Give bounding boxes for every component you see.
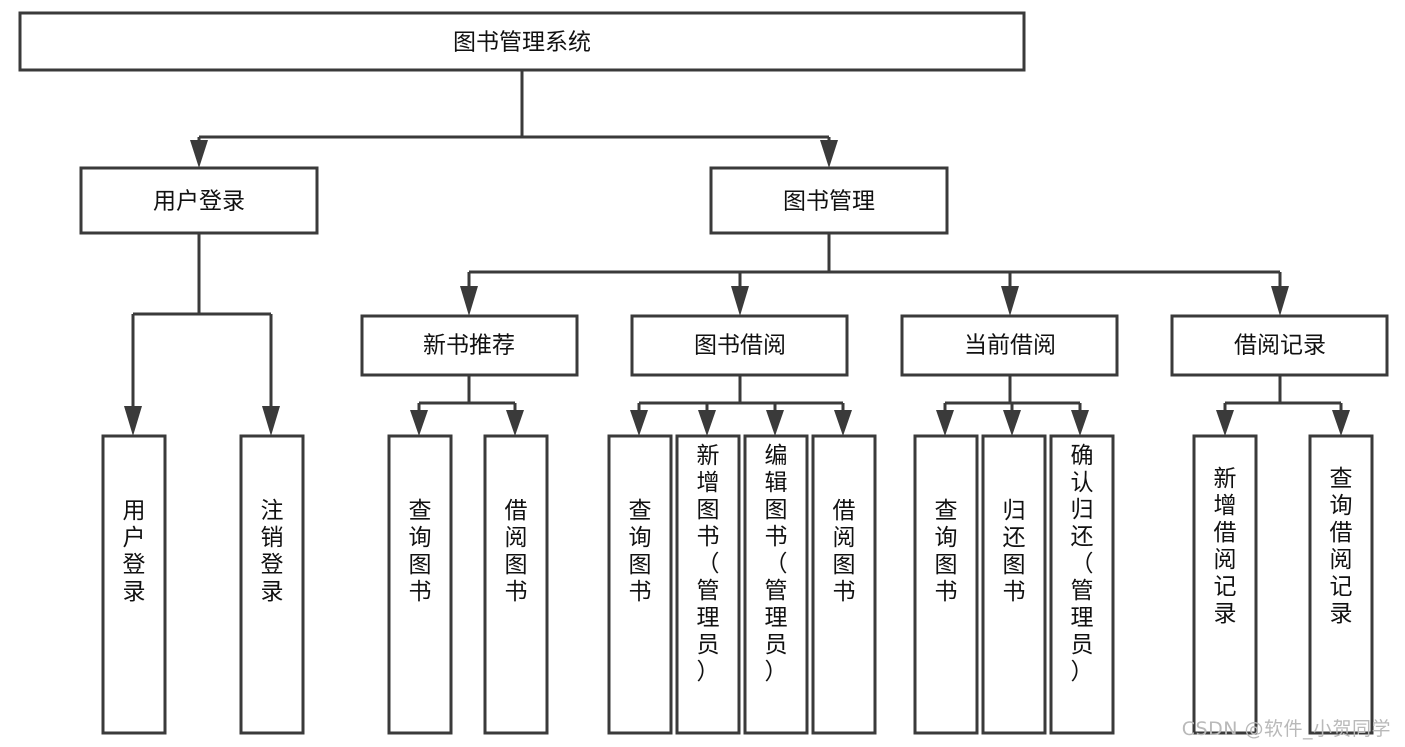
node-book-borrow-label: 图书借阅 xyxy=(694,333,786,359)
node-borrow-record[interactable]: 借阅记录 xyxy=(1170,314,1389,377)
node-user-login[interactable]: 用户登录 xyxy=(79,166,319,235)
arrow-head-leaf-query-book-3 xyxy=(936,410,954,436)
node-leaf-borrow-book-1[interactable]: 借阅图书 xyxy=(483,434,549,735)
node-leaf-add-record-label: 新增借阅记录 xyxy=(1214,466,1237,627)
node-leaf-logout-box[interactable] xyxy=(239,434,305,735)
node-leaf-query-record[interactable]: 查询借阅记录 xyxy=(1308,434,1374,735)
node-user-login-box[interactable] xyxy=(79,166,319,235)
arrow-head-book-borrow xyxy=(731,286,749,316)
arrow-head-leaf-borrow-book-2 xyxy=(834,410,852,436)
arrow-head-leaf-logout xyxy=(262,406,280,436)
node-root-label: 图书管理系统 xyxy=(453,30,591,56)
node-leaf-add-book[interactable]: 新增图书（管理员） xyxy=(675,434,741,735)
node-root-box[interactable] xyxy=(18,11,1026,72)
arrow-head-current-borrow xyxy=(1001,286,1019,316)
connector-group-borrow-record xyxy=(1216,375,1350,436)
node-root[interactable]: 图书管理系统 xyxy=(18,11,1026,72)
node-leaf-borrow-book-1-label: 借阅图书 xyxy=(505,498,528,605)
connector-group-new-book-rec xyxy=(410,375,524,436)
node-book-borrow[interactable]: 图书借阅 xyxy=(630,314,849,377)
connector-group-user-login xyxy=(124,233,280,436)
node-leaf-return-book[interactable]: 归还图书 xyxy=(981,434,1047,735)
node-leaf-edit-book[interactable]: 编辑图书（管理员） xyxy=(743,434,809,735)
node-new-book-rec[interactable]: 新书推荐 xyxy=(360,314,579,377)
node-leaf-query-record-box[interactable] xyxy=(1308,434,1374,735)
arrow-head-leaf-confirm-return xyxy=(1071,410,1089,436)
node-current-borrow[interactable]: 当前借阅 xyxy=(900,314,1119,377)
node-book-borrow-box[interactable] xyxy=(630,314,849,377)
node-leaf-add-record-box[interactable] xyxy=(1192,434,1258,735)
node-book-manage-box[interactable] xyxy=(709,166,949,235)
node-book-manage[interactable]: 图书管理 xyxy=(709,166,949,235)
node-leaf-add-book-label: 新增图书（管理员） xyxy=(697,443,720,685)
csdn-watermark: CSDN @软件_小贺同学 xyxy=(1181,718,1391,740)
node-leaf-edit-book-box[interactable] xyxy=(743,434,809,735)
connector-group-book-manage xyxy=(460,233,1289,316)
connector-group-book-borrow xyxy=(630,375,852,436)
node-leaf-query-book-2[interactable]: 查询图书 xyxy=(607,434,673,735)
arrow-head-leaf-query-book-2 xyxy=(630,410,648,436)
node-leaf-return-book-box[interactable] xyxy=(981,434,1047,735)
node-leaf-query-book-1-label: 查询图书 xyxy=(409,498,432,605)
node-leaf-confirm-return-label: 确认归还（管理员） xyxy=(1071,443,1094,685)
arrow-head-new-book-rec xyxy=(460,286,478,316)
arrow-head-book-manage xyxy=(820,140,838,168)
node-leaf-add-record[interactable]: 新增借阅记录 xyxy=(1192,434,1258,735)
node-leaf-logout-label: 注销登录 xyxy=(261,498,284,605)
node-leaf-borrow-book-2-label: 借阅图书 xyxy=(833,498,856,605)
node-leaf-logout[interactable]: 注销登录 xyxy=(239,434,305,735)
node-leaf-query-record-label: 查询借阅记录 xyxy=(1330,466,1353,627)
arrow-head-leaf-query-record xyxy=(1332,410,1350,436)
arrow-head-leaf-query-book-1 xyxy=(410,410,428,436)
node-borrow-record-box[interactable] xyxy=(1170,314,1389,377)
node-leaf-query-book-2-box[interactable] xyxy=(607,434,673,735)
node-leaf-user-login-box[interactable] xyxy=(101,434,167,735)
node-leaf-query-book-3-box[interactable] xyxy=(913,434,979,735)
node-current-borrow-label: 当前借阅 xyxy=(964,333,1056,359)
arrow-head-leaf-edit-book xyxy=(766,410,784,436)
node-leaf-confirm-return-box[interactable] xyxy=(1049,434,1115,735)
node-leaf-query-book-2-label: 查询图书 xyxy=(629,498,652,605)
node-new-book-rec-box[interactable] xyxy=(360,314,579,377)
arrow-head-leaf-return-book xyxy=(1003,410,1021,436)
node-leaf-user-login-label: 用户登录 xyxy=(123,498,146,605)
node-leaf-query-book-3-label: 查询图书 xyxy=(935,498,958,605)
node-book-manage-label: 图书管理 xyxy=(783,189,875,215)
node-leaf-user-login[interactable]: 用户登录 xyxy=(101,434,167,735)
node-leaf-query-book-1-box[interactable] xyxy=(387,434,453,735)
node-current-borrow-box[interactable] xyxy=(900,314,1119,377)
node-leaf-borrow-book-2[interactable]: 借阅图书 xyxy=(811,434,877,735)
node-leaf-borrow-book-1-box[interactable] xyxy=(483,434,549,735)
arrow-head-borrow-record xyxy=(1271,286,1289,316)
arrow-head-leaf-borrow-book-1 xyxy=(506,410,524,436)
node-leaf-edit-book-label: 编辑图书（管理员） xyxy=(765,443,788,685)
node-leaf-add-book-box[interactable] xyxy=(675,434,741,735)
node-leaf-return-book-label: 归还图书 xyxy=(1003,498,1026,605)
arrow-head-leaf-add-record xyxy=(1216,410,1234,436)
connector-group-current-borrow xyxy=(936,375,1089,436)
node-leaf-query-book-3[interactable]: 查询图书 xyxy=(913,434,979,735)
node-leaf-confirm-return[interactable]: 确认归还（管理员） xyxy=(1049,434,1115,735)
node-leaf-query-book-1[interactable]: 查询图书 xyxy=(387,434,453,735)
arrow-head-user-login xyxy=(190,140,208,168)
arrow-head-leaf-user-login xyxy=(124,406,142,436)
connector-group-root xyxy=(190,70,838,168)
node-borrow-record-label: 借阅记录 xyxy=(1234,333,1326,359)
node-user-login-label: 用户登录 xyxy=(153,189,245,215)
node-leaf-borrow-book-2-box[interactable] xyxy=(811,434,877,735)
arrow-head-leaf-add-book xyxy=(698,410,716,436)
node-new-book-rec-label: 新书推荐 xyxy=(423,333,515,359)
